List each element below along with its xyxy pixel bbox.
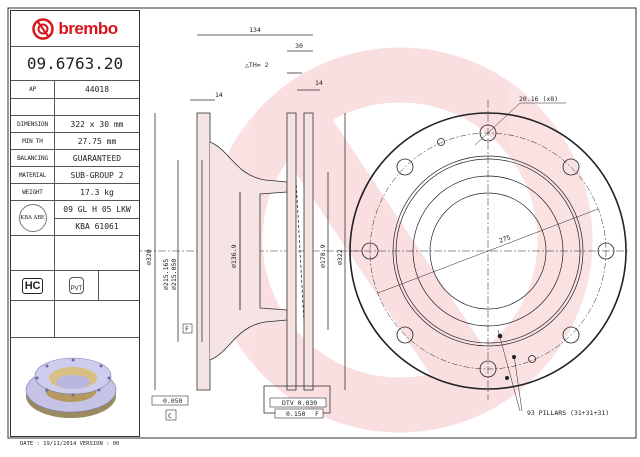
datum-c: C xyxy=(168,412,172,420)
front-view xyxy=(349,100,628,412)
hc-badge: HC xyxy=(21,277,44,294)
part-number-row: 09.6763.20 xyxy=(11,47,139,81)
spec-label: WEIGHT xyxy=(11,184,55,200)
ap-row: AP 44018 xyxy=(11,81,139,99)
brand-name: brembo xyxy=(58,18,118,38)
kba-line: 09 GL H 05 LKW xyxy=(55,201,139,219)
empty-row xyxy=(11,99,139,116)
brake-disc-image xyxy=(25,357,117,418)
spec-label: DIMENSION xyxy=(11,116,55,132)
bolt-holes xyxy=(361,124,615,378)
footer-date-version: DATE : 19/11/2014 VERSION : 00 xyxy=(20,441,120,447)
runout-value: 0.150 xyxy=(286,410,306,418)
dim-d215-max: ⌀215.165 xyxy=(162,259,170,290)
empty-row xyxy=(11,236,139,271)
dim-d178: ⌀178.9 xyxy=(319,244,327,268)
brembo-watermark xyxy=(207,47,593,433)
spec-row-balancing: BALANCING GUARANTEED xyxy=(11,150,139,167)
badge-row: HC PVT xyxy=(11,271,139,301)
dim-134: 134 xyxy=(249,26,261,34)
dim-14-right: 14 xyxy=(315,79,323,87)
runout-datum: F xyxy=(315,410,319,418)
dim-d320: ⌀320 xyxy=(145,249,153,265)
dim-d215-min: ⌀215.050 xyxy=(170,259,178,290)
ap-label: AP xyxy=(11,81,55,98)
empty-row xyxy=(11,301,139,338)
kba-abe-badge: KBA ABE xyxy=(18,204,47,232)
dim-14-left: 14 xyxy=(215,91,223,99)
disc-3d-render xyxy=(11,338,139,436)
part-number: 09.6763.20 xyxy=(26,54,124,73)
spec-value: 17.3 kg xyxy=(80,187,114,197)
brand-row: brembo xyxy=(11,11,139,47)
spec-value: 322 x 30 mm xyxy=(70,119,124,129)
side-view-dimensions: 134 30 △TH= 2 14 14 ⌀320 ⌀215.165 ⌀215.0… xyxy=(145,26,344,421)
sheet-border xyxy=(7,7,637,439)
spec-row-min-th: MIN TH 27.75 mm xyxy=(11,133,139,150)
spec-value: SUB-GROUP 2 xyxy=(70,170,124,180)
front-view-labels: 20.16 (x8) 275 93 PILLARS (31+31+31) xyxy=(498,95,609,417)
pcd-label: 275 xyxy=(498,233,512,245)
dtv-value: DTV 0.030 xyxy=(282,399,317,407)
pillars-label: 93 PILLARS (31+31+31) xyxy=(527,409,609,417)
spec-row-material: MATERIAL SUB-GROUP 2 xyxy=(11,167,139,184)
dim-th: △TH= 2 xyxy=(245,61,269,69)
side-section-view xyxy=(130,34,360,414)
datum-f: F xyxy=(185,325,189,333)
dim-30: 30 xyxy=(295,42,303,50)
kba-line: KBA 61061 xyxy=(75,222,119,232)
spec-label: BALANCING xyxy=(11,150,55,166)
kba-row: KBA ABE 09 GL H 05 LKW KBA 61061 xyxy=(11,201,139,236)
dim-d136: ⌀136.9 xyxy=(230,244,238,268)
spec-label: MIN TH xyxy=(11,133,55,149)
ap-value: 44018 xyxy=(84,85,110,94)
pvt-badge: PVT xyxy=(68,277,85,294)
spec-value: GUARANTEED xyxy=(72,153,122,163)
brembo-logo-icon xyxy=(32,17,55,40)
flatness-value: 0.050 xyxy=(163,397,183,405)
spec-panel: brembo 09.6763.20 AP 44018 DIMENSION 322… xyxy=(10,10,140,437)
spec-label: MATERIAL xyxy=(11,167,55,183)
bolt-hole-label: 20.16 (x8) xyxy=(519,95,558,103)
spec-row-weight: WEIGHT 17.3 kg xyxy=(11,184,139,201)
spec-value: 27.75 mm xyxy=(77,136,117,146)
spec-row-dimension: DIMENSION 322 x 30 mm xyxy=(11,116,139,133)
dim-d322: ⌀322 xyxy=(336,249,344,265)
